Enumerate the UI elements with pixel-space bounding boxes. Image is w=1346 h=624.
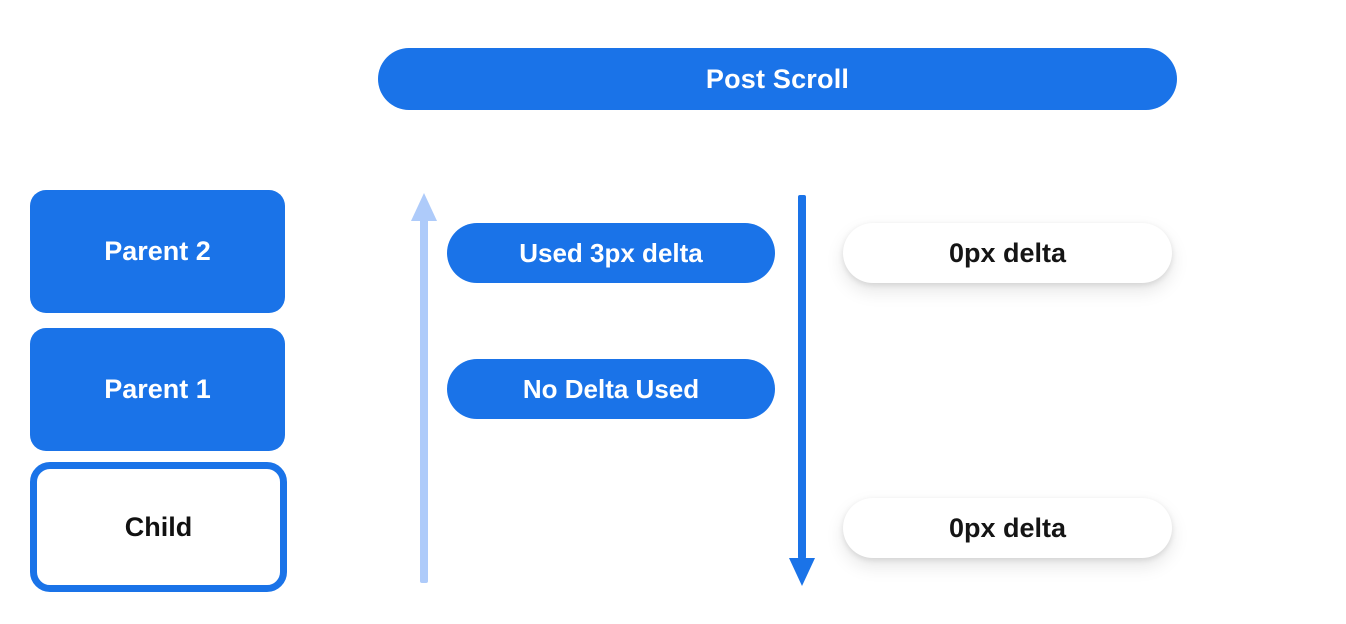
post-scroll-header: Post Scroll bbox=[378, 48, 1177, 110]
down-arrow-shaft bbox=[798, 195, 806, 559]
used-3px-delta-label: Used 3px delta bbox=[519, 237, 703, 268]
zero-delta-top-label: 0px delta bbox=[948, 237, 1067, 268]
zero-delta-top-pill: 0px delta bbox=[843, 223, 1172, 283]
zero-delta-bottom-label: 0px delta bbox=[948, 512, 1067, 543]
child-label: Child bbox=[124, 511, 193, 542]
child-box: Child bbox=[30, 462, 287, 592]
no-delta-used-label: No Delta Used bbox=[522, 373, 700, 404]
parent-1-box: Parent 1 bbox=[30, 328, 285, 451]
no-delta-used-pill: No Delta Used bbox=[447, 359, 775, 419]
post-scroll-header-label: Post Scroll bbox=[705, 63, 850, 94]
parent-2-box: Parent 2 bbox=[30, 190, 285, 313]
up-arrow-icon bbox=[411, 193, 437, 221]
down-arrow-icon bbox=[789, 558, 815, 586]
up-arrow-shaft bbox=[420, 218, 428, 583]
parent-2-label: Parent 2 bbox=[104, 236, 211, 266]
used-3px-delta-pill: Used 3px delta bbox=[447, 223, 775, 283]
zero-delta-bottom-pill: 0px delta bbox=[843, 498, 1172, 558]
parent-1-label: Parent 1 bbox=[104, 374, 211, 404]
